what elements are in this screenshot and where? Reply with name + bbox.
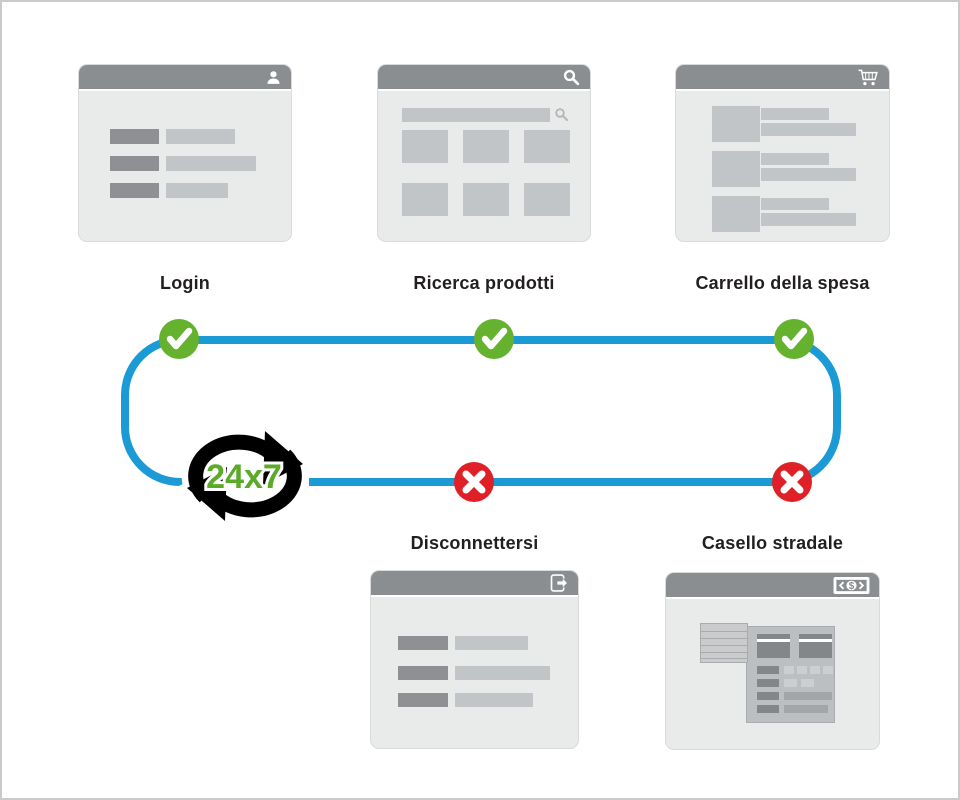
form-label-block <box>110 129 159 144</box>
form-box-block <box>784 666 794 674</box>
screen-label-ricerca: Ricerca prodotti <box>413 273 555 293</box>
screen-label-carrello: Carrello della spesa <box>695 273 870 293</box>
summary-table-block <box>700 623 748 663</box>
cart-item-line-block <box>761 153 829 165</box>
cart-item-line-block <box>761 198 829 210</box>
card-stripe <box>757 639 790 642</box>
form-box-block <box>784 679 797 687</box>
check-icon <box>774 319 814 359</box>
check-icon <box>159 319 199 359</box>
window-ricerca-header <box>378 65 590 91</box>
form-field-block <box>455 636 528 650</box>
window-carrello-header <box>676 65 889 91</box>
form-label-block <box>398 693 448 707</box>
form-label-block <box>398 636 448 650</box>
form-field-block <box>455 693 533 707</box>
window-carrello <box>675 64 890 242</box>
x-icon <box>454 462 494 502</box>
screen-label-disconnettersi: Disconnettersi <box>410 533 539 553</box>
cart-item-line-block <box>761 168 856 181</box>
x-icon <box>772 462 812 502</box>
form-label-block <box>757 705 779 713</box>
form-field-block <box>166 156 256 171</box>
product-tile-block <box>402 130 448 163</box>
table-line <box>701 631 747 632</box>
window-login-header <box>79 65 291 91</box>
window-casello: $ <box>665 572 880 750</box>
table-line <box>701 638 747 639</box>
form-box-block <box>801 679 814 687</box>
screen-label-casello: Casello stradale <box>701 533 844 553</box>
user-icon <box>267 70 280 84</box>
cart-item-line-block <box>761 123 856 136</box>
product-tile-block <box>463 183 509 216</box>
credit-card-block <box>757 634 790 658</box>
product-tile-block <box>524 183 570 216</box>
form-label-block <box>757 679 779 687</box>
cart-item-thumb-block <box>712 151 760 187</box>
form-label-block <box>110 183 159 198</box>
form-bar-block <box>784 692 832 700</box>
card-stripe <box>799 639 832 642</box>
form-box-block <box>810 666 820 674</box>
svg-text:$: $ <box>849 580 855 591</box>
form-field-block <box>166 183 228 198</box>
window-login <box>78 64 292 242</box>
product-tile-block <box>463 130 509 163</box>
cart-item-thumb-block <box>712 106 760 142</box>
form-field-block <box>455 666 550 680</box>
form-label-block <box>110 156 159 171</box>
table-line <box>701 652 747 653</box>
search-icon <box>563 69 580 85</box>
form-label-block <box>398 666 448 680</box>
credit-card-block <box>799 634 832 658</box>
cart-item-thumb-block <box>712 196 760 232</box>
table-line <box>701 645 747 646</box>
form-box-block <box>797 666 807 674</box>
badge-24x7: 24x7 <box>206 458 282 496</box>
form-bar-block <box>784 705 828 713</box>
product-tile-block <box>402 183 448 216</box>
form-label-block <box>757 666 779 674</box>
cycle-arrows-icon: 24x7 <box>177 419 313 533</box>
cart-item-line-block <box>761 213 856 226</box>
payment-panel-block <box>746 626 835 723</box>
window-ricerca-prodotti <box>377 64 591 242</box>
window-casello-header: $ <box>666 573 879 599</box>
window-disconnettersi <box>370 570 579 749</box>
cart-icon <box>858 69 878 85</box>
window-disconnettersi-header <box>371 571 578 597</box>
form-box-block <box>823 666 833 674</box>
check-icon <box>474 319 514 359</box>
table-line <box>701 658 747 659</box>
form-field-block <box>166 129 235 144</box>
logout-icon <box>550 574 569 592</box>
search-icon <box>555 108 568 121</box>
screen-label-login: Login <box>160 273 210 293</box>
cart-item-line-block <box>761 108 829 120</box>
search-bar-block <box>402 108 550 122</box>
product-tile-block <box>524 130 570 163</box>
form-label-block <box>757 692 779 700</box>
money-icon: $ <box>833 576 870 594</box>
